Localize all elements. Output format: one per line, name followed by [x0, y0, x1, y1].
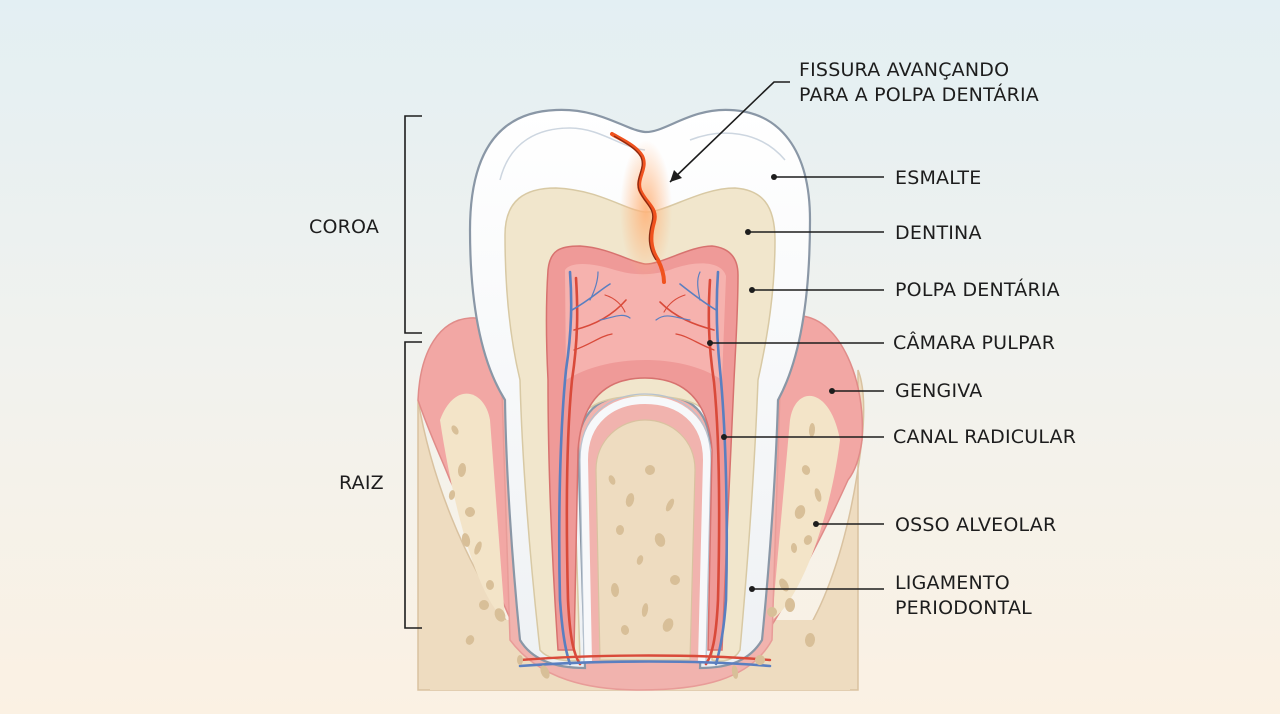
- bone-pore: [662, 618, 674, 632]
- leader-dots: [707, 174, 835, 592]
- blood-vessels: [518, 270, 772, 668]
- bone-pore: [608, 475, 616, 485]
- fissure-crack: [610, 132, 672, 284]
- bone-pore: [615, 525, 625, 535]
- label-root: RAIZ: [339, 472, 384, 494]
- bone-pore: [457, 463, 467, 477]
- bone-inner-left: [440, 393, 505, 620]
- enamel-highlight-right: [689, 132, 786, 161]
- label-crown: COROA: [309, 216, 380, 238]
- label-gum: GENGIVA: [895, 380, 983, 402]
- bone-pore: [465, 635, 475, 645]
- label-alveolar-bone: OSSO ALVEOLAR: [895, 514, 1057, 536]
- bone-pore: [801, 465, 811, 475]
- bone-pore: [814, 488, 822, 502]
- bone-inner-right: [772, 395, 840, 620]
- bone-pore: [448, 490, 456, 500]
- label-pulp-chamber: CÂMARA PULPAR: [893, 332, 1056, 354]
- inter-root-rim: [579, 395, 712, 663]
- bone-pore: [625, 493, 635, 507]
- bone-pore: [790, 543, 798, 553]
- bone-pore: [731, 665, 739, 679]
- bone-pore: [665, 498, 675, 512]
- enamel-highlight: [499, 127, 646, 181]
- bone-pore: [803, 535, 813, 545]
- label-dentin: DENTINA: [895, 222, 982, 244]
- leader-lines: [669, 81, 884, 590]
- bracket-crown: [404, 115, 422, 334]
- bone-pore: [620, 625, 630, 635]
- inter-root-bone: [595, 419, 696, 661]
- bone-pore: [654, 533, 666, 547]
- bone-pore: [451, 425, 459, 435]
- bone-pore: [784, 598, 796, 612]
- fissure-arrowhead: [670, 170, 682, 182]
- bone-pore: [494, 608, 506, 622]
- label-root-canal: CANAL RADICULAR: [893, 426, 1077, 448]
- pulp-inner: [565, 263, 726, 380]
- bracket-root: [404, 341, 422, 629]
- bone-pore: [465, 507, 475, 517]
- bone-pore: [794, 505, 806, 519]
- bone-pore: [461, 533, 471, 547]
- bone-pore: [479, 600, 489, 610]
- bone-pore: [636, 555, 644, 565]
- label-pulp: POLPA DENTÁRIA: [895, 279, 1060, 301]
- label-fissure: FISSURA AVANÇANDO PARA A POLPA DENTÁRIA: [799, 59, 1040, 106]
- bone-pore: [804, 633, 816, 647]
- bone-pore: [670, 575, 680, 585]
- bone-pore: [767, 607, 777, 617]
- bone-pore: [474, 541, 482, 555]
- bone-pore: [808, 423, 816, 437]
- leader-fissure: [669, 81, 790, 183]
- label-enamel: ESMALTE: [895, 167, 982, 189]
- bone-pore: [610, 583, 620, 597]
- bone-pore: [485, 580, 495, 590]
- bone-pore: [645, 465, 655, 475]
- bone-pores: [448, 423, 822, 679]
- bone-pore: [540, 665, 550, 679]
- inter-root-rim-outline: [579, 393, 712, 663]
- label-periodontal-ligament: LIGAMENTO PERIODONTAL: [895, 572, 1032, 619]
- bone-pore: [517, 655, 523, 665]
- bone-pore: [641, 603, 649, 617]
- bone-pore: [755, 655, 765, 665]
